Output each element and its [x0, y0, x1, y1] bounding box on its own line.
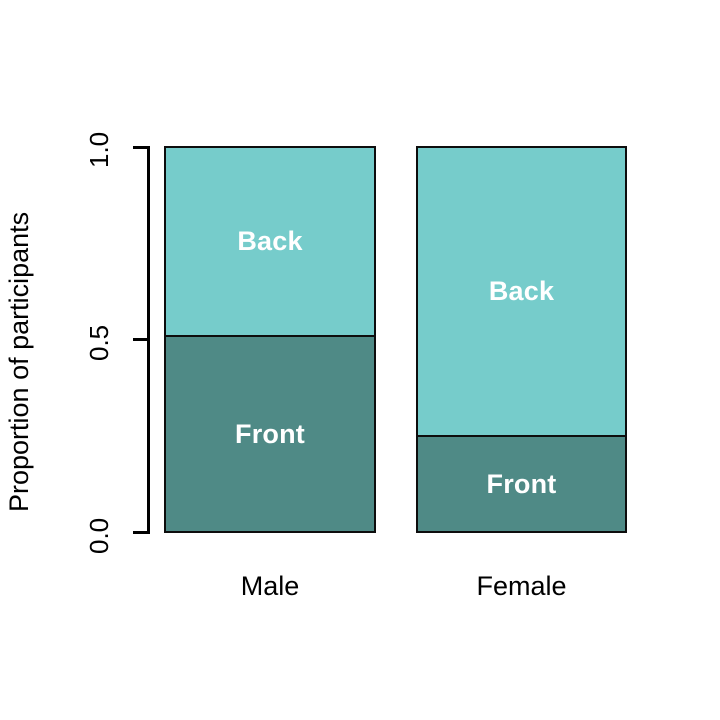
y-tick-mark-0.0	[133, 531, 148, 534]
y-axis-line	[147, 146, 150, 534]
bar-segment-label-male-back: Back	[237, 226, 303, 256]
bar-segment-label-male-front: Front	[235, 418, 305, 449]
y-tick-mark-1.0	[133, 146, 148, 149]
bar-segment-male-back[interactable]: Back	[164, 146, 376, 337]
bar-segment-label-female-back: Back	[488, 276, 555, 306]
bar-segment-female-front[interactable]: Front	[416, 435, 627, 533]
y-tick-mark-0.5	[133, 338, 148, 341]
bar-group-female: Back Front	[416, 146, 627, 533]
x-tick-label-male: Male	[240, 571, 300, 601]
y-tick-label-1.0: 1.0	[84, 131, 114, 168]
bar-segment-male-front[interactable]: Front	[164, 335, 376, 533]
bar-segment-female-back[interactable]: Back	[416, 146, 627, 437]
bar-segment-label-female-front: Front	[486, 468, 557, 499]
x-tick-label-female: Female	[476, 571, 567, 601]
y-axis-title: Proportion of participants	[4, 211, 34, 512]
bar-group-male: Back Front	[164, 146, 376, 533]
y-tick-label-0.0: 0.0	[84, 517, 114, 554]
y-tick-label-0.5: 0.5	[84, 324, 114, 361]
